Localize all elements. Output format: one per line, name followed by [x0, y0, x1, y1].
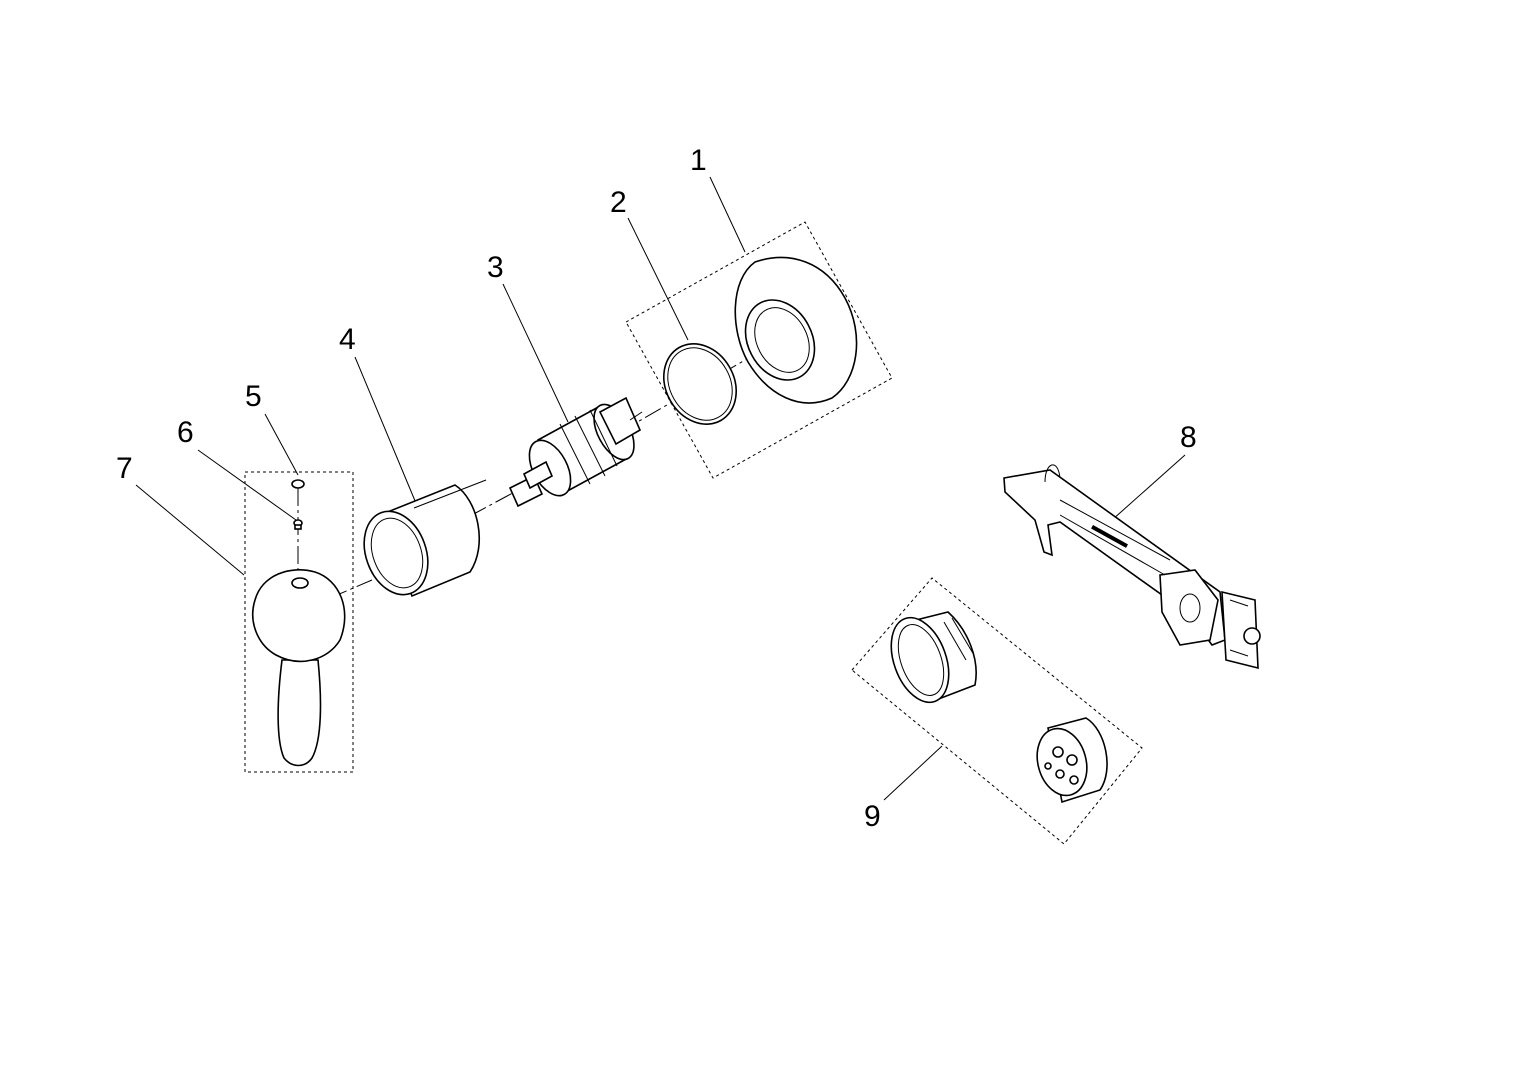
callout-8: 8: [1180, 421, 1197, 454]
leader-lines: [135, 176, 1186, 801]
callout-3: 3: [487, 251, 504, 284]
part-9-adapter-disc: [1036, 717, 1108, 804]
part-9-adapter-ring: [890, 611, 977, 704]
part-7-group-box: [244, 471, 354, 773]
callout-2: 2: [610, 186, 627, 219]
part-7-lever-handle: [251, 569, 346, 767]
callout-7: 7: [116, 452, 133, 485]
callout-5: 5: [245, 380, 262, 413]
callout-6: 6: [177, 416, 194, 449]
part-3-cartridge: [508, 396, 643, 508]
part-5-cap: [291, 479, 305, 489]
part-2-o-ring: [663, 343, 737, 425]
callout-1: 1: [690, 144, 707, 177]
callout-4: 4: [339, 323, 356, 356]
callout-9: 9: [864, 800, 881, 833]
part-1-group-box: [625, 221, 893, 479]
part-8-service-wrench: [1003, 464, 1261, 670]
part-6-screw: [293, 519, 303, 530]
part-1-escutcheon-plate: [734, 256, 858, 404]
part-9-group-box: [851, 577, 1143, 845]
part-4-sleeve: [363, 479, 487, 598]
